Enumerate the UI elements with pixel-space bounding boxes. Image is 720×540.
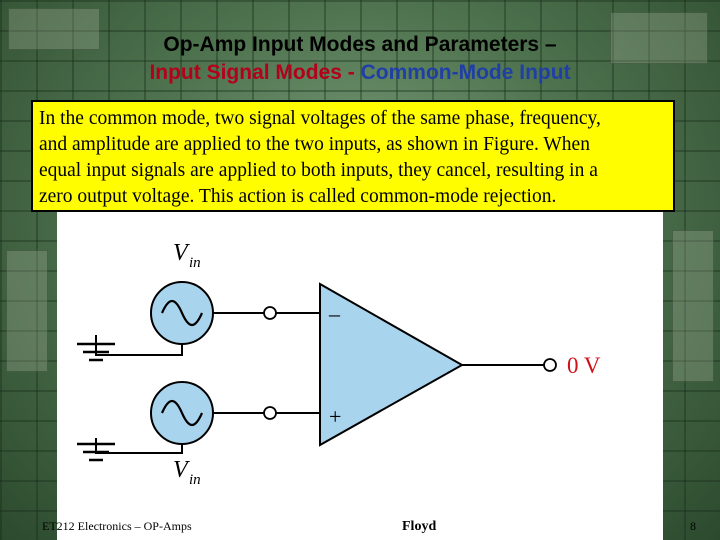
slide-number: 8 [690, 519, 696, 533]
board-chip [8, 8, 100, 50]
output-voltage-label: 0 V [567, 353, 601, 378]
noninverting-input-symbol: + [329, 404, 341, 429]
circuit-figure: V in V in – + 0 V [57, 212, 663, 512]
footer-author: Floyd [402, 519, 437, 534]
title-blue-part: Common-Mode Input [354, 61, 571, 84]
slide-title-line2: Input Signal Modes - Common-Mode Input [0, 61, 720, 85]
sine-wave-icon [160, 399, 204, 427]
description-textbox: In the common mode, two signal voltages … [31, 100, 675, 212]
sine-wave-icon [160, 299, 204, 327]
description-line: and amplitude are applied to the two inp… [39, 134, 590, 155]
description-line: In the common mode, two signal voltages … [39, 108, 601, 129]
description-line: equal input signals are applied to both … [39, 160, 598, 181]
input-terminal-inverting [263, 306, 277, 320]
footer-background [57, 512, 663, 540]
source-top-label: V [173, 240, 190, 266]
board-chip [672, 230, 714, 382]
slide-title-line1: Op-Amp Input Modes and Parameters – [163, 33, 557, 56]
footer-course: ET212 Electronics – OP-Amps [42, 519, 192, 533]
board-chip [6, 250, 48, 372]
source-bottom-label: V [173, 457, 190, 483]
title-red-part: Input Signal Modes - [149, 61, 355, 84]
common-mode-circuit-diagram: V in V in – + 0 V [77, 240, 601, 488]
output-terminal [543, 358, 557, 372]
wire [95, 438, 183, 454]
input-terminal-noninverting [263, 406, 277, 420]
source-bottom-label-sub: in [189, 472, 201, 488]
inverting-input-symbol: – [328, 301, 341, 326]
board-chip [610, 12, 708, 64]
op-amp-symbol [319, 282, 465, 447]
description-line: zero output voltage. This action is call… [39, 186, 557, 207]
source-top-label-sub: in [189, 255, 201, 271]
